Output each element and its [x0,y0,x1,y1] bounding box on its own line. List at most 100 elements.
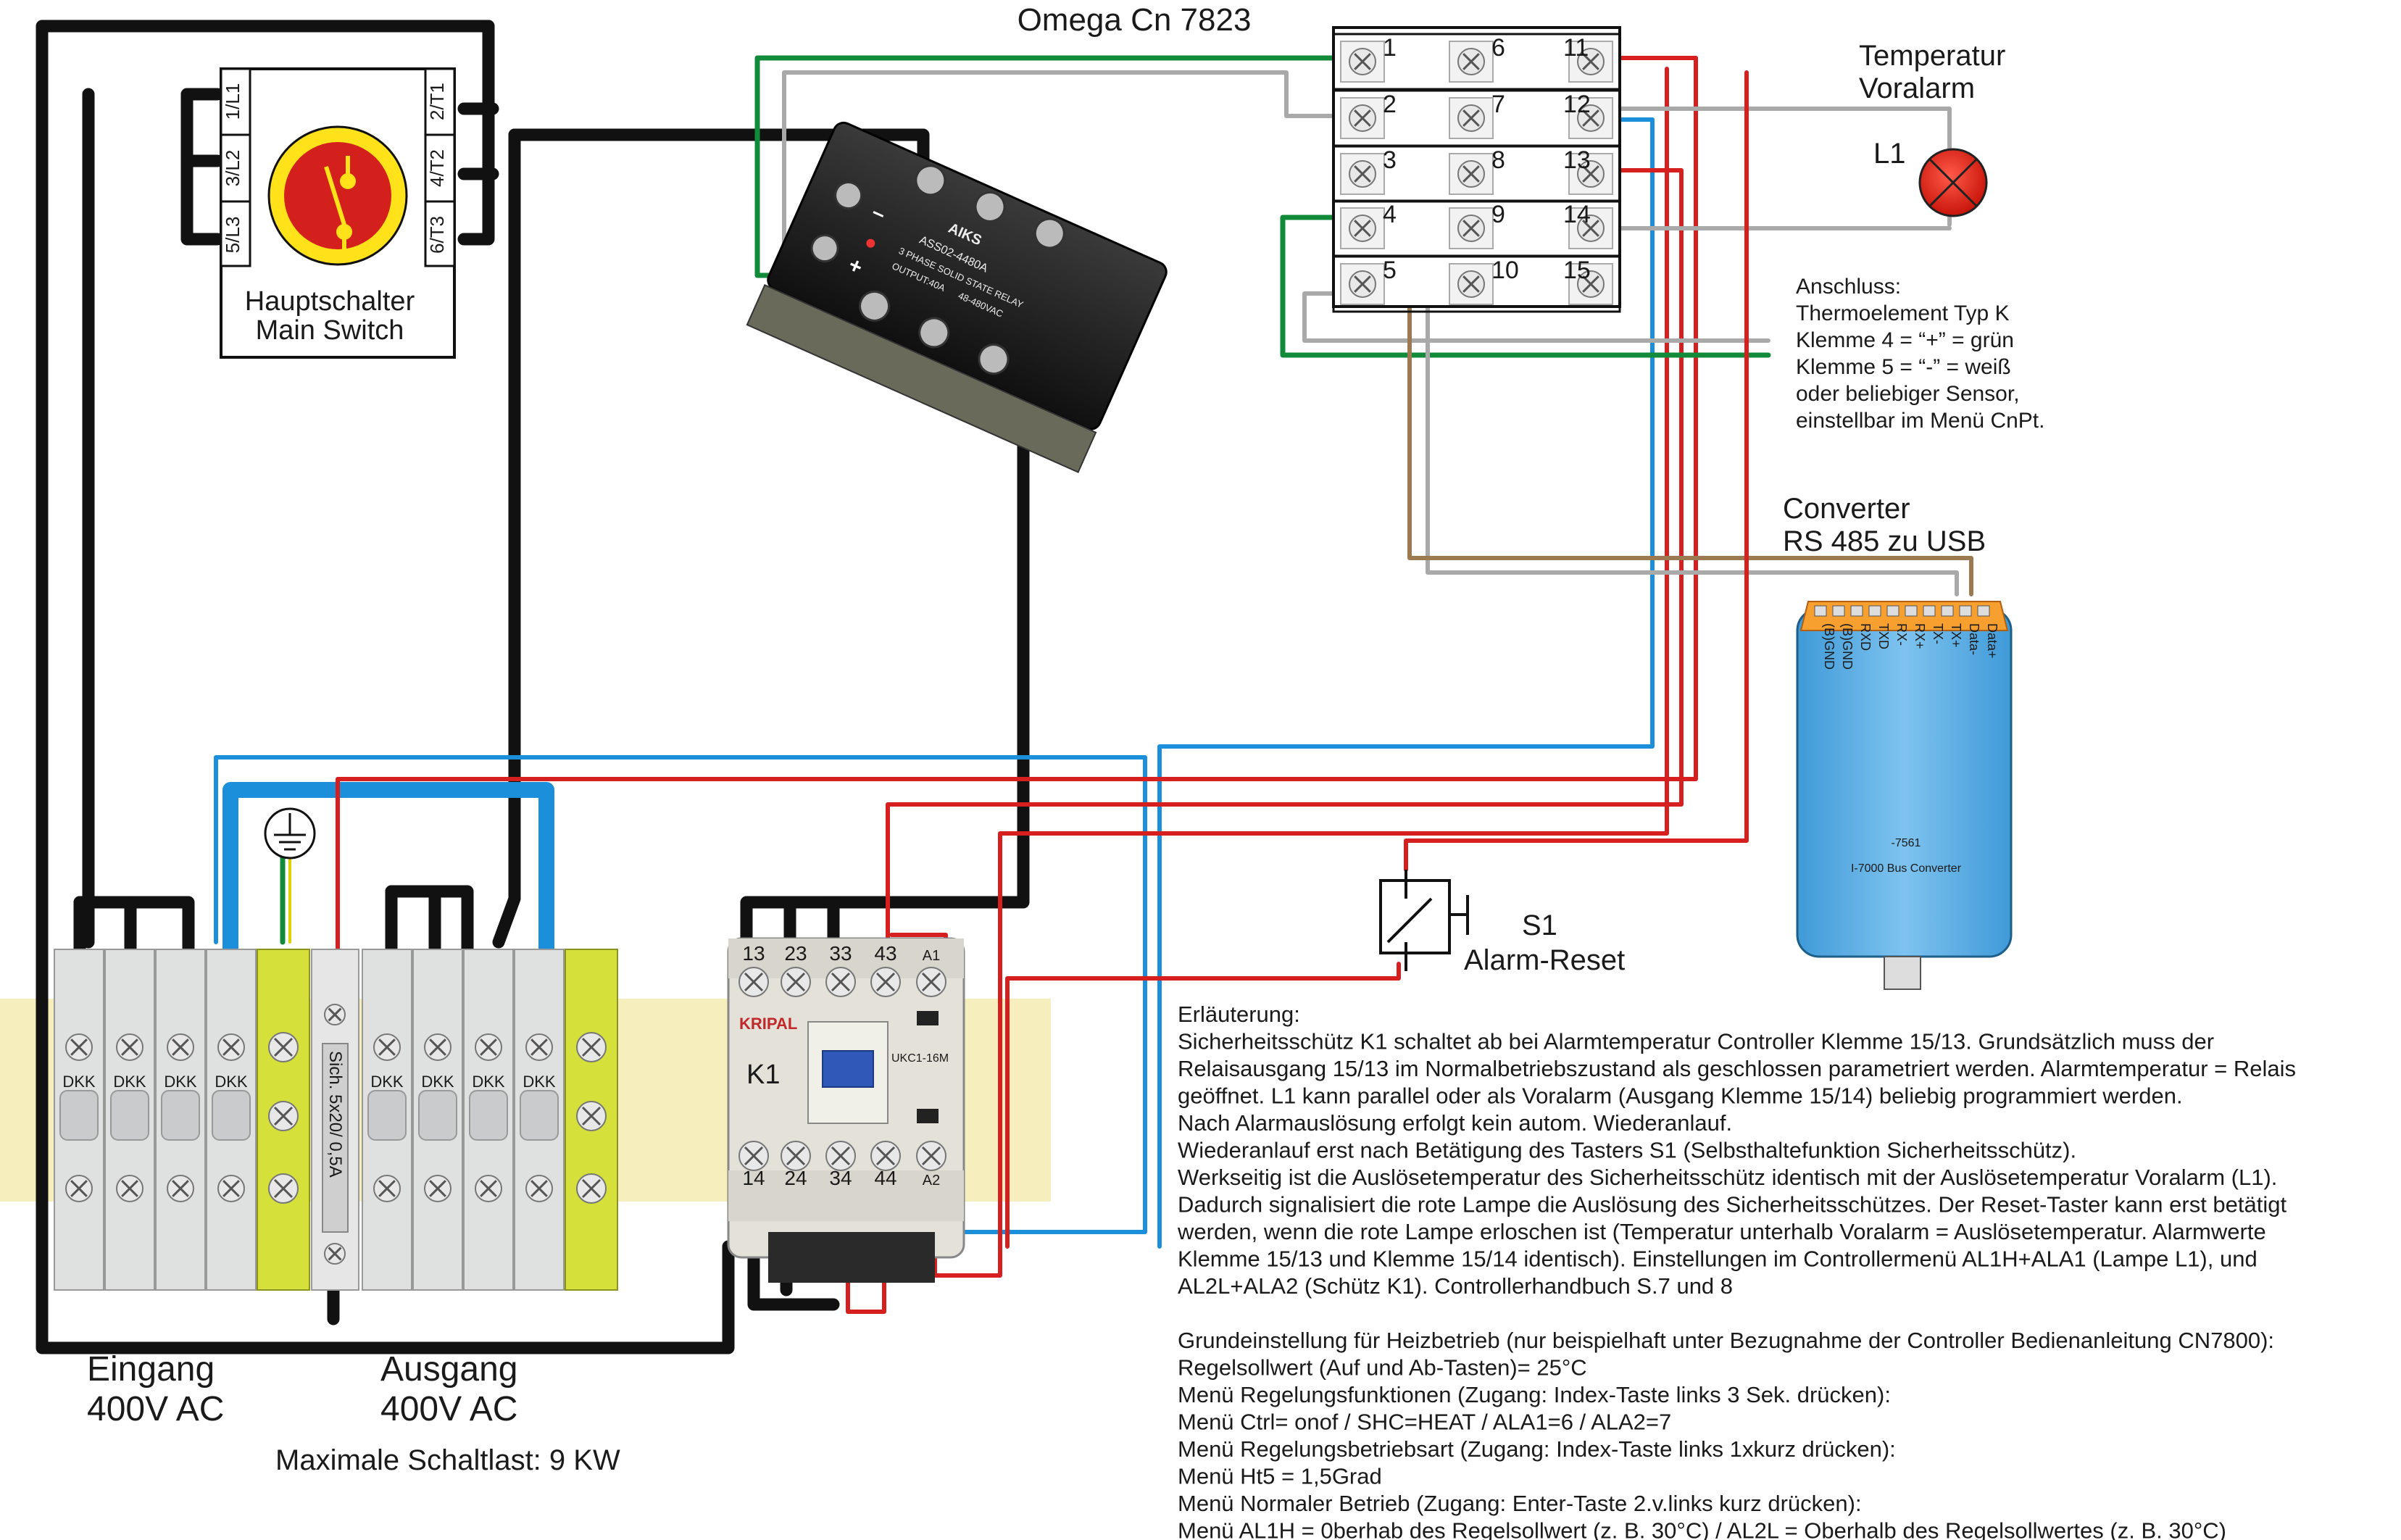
switch-pin-t1: 2/T1 [426,83,448,120]
terminal-tag: DKK [62,1073,96,1091]
contactor-bottom-pin: 24 [784,1167,807,1189]
converter-pin-label: Data- [1967,623,1981,655]
converter-pin-label: (B)GND [1840,623,1855,670]
explanation-line: Relaisausgang 15/13 im Normalbetriebszus… [1178,1056,2296,1081]
contactor-screw-icon [870,1141,901,1171]
contactor-bottom-pin: 34 [829,1167,852,1189]
earth-terminal-screw-icon [268,1101,299,1131]
terminal-screw-icon [1349,215,1376,242]
terminal-screw-icon [1577,270,1605,298]
sensor-note-line: oder beliebiger Sensor, [1796,382,2020,406]
terminal-number: 8 [1491,146,1505,174]
terminal-screw-icon [1457,215,1485,242]
reset-switch-s1[interactable]: S1 Alarm-Reset [1379,870,1625,976]
terminal-screw-icon [1457,270,1485,298]
fuse-screw-icon [324,1243,346,1265]
controller-title: Omega Cn 7823 [1018,2,1252,38]
terminal-screw-icon [1349,160,1376,188]
explanation-line: Grundeinstellung für Heizbetrieb (nur be… [1178,1328,2274,1353]
switch-label-de: Hauptschalter [245,286,415,317]
contactor-top-pin: 13 [742,942,765,965]
converter-pin-label: Data+ [1985,623,2000,659]
explanation-line: Menü Regelungsbetriebsart (Zugang: Index… [1178,1436,1896,1462]
terminal-number: 5 [1383,257,1397,284]
converter-model: -7561 [1892,837,1921,849]
explanation-line: Werkseitig ist die Auslösetemperatur des… [1178,1165,2277,1190]
sensor-note-line: Anschluss: [1796,275,1901,299]
converter-label-1: Converter [1783,493,1910,525]
explanation-line: Wiederanlauf erst nach Betätigung des Ta… [1178,1138,2076,1163]
switch-label-en: Main Switch [256,315,404,346]
converter-pin-label: TX- [1931,623,1945,644]
explanation-line: Erläuterung: [1178,1002,1300,1027]
switch-symbol-icon [324,156,356,250]
contactor-brand: KRIPAL [739,1015,797,1033]
terminal-screw-icon [373,1033,401,1061]
terminal-screw-icon [1457,48,1485,75]
terminal-number: 1 [1383,34,1397,62]
terminal-screw-icon [1349,104,1376,132]
terminal-screw-icon [475,1175,502,1202]
terminal-screw-icon [167,1033,194,1061]
terminal-screw-icon [525,1033,553,1061]
terminal-screw-icon [1577,104,1605,132]
terminal-number: 11 [1563,34,1589,62]
terminal-number: 7 [1491,91,1505,118]
terminal-screw-icon [167,1175,194,1202]
explanation-line: werden, wenn die rote Lampe erloschen is… [1177,1219,2266,1244]
explanation-line: Menü Normaler Betrieb (Zugang: Enter-Tas… [1178,1491,1862,1516]
terminal-screw-icon [475,1033,502,1061]
terminal-screw-icon [1577,215,1605,242]
fuse-label: Sich. 5x20/ 0,5A [325,1051,345,1178]
ssr-screws [810,165,1065,375]
converter-pin-label: TX+ [1949,623,1963,648]
switch-red-dial [284,142,391,249]
output-label-1: Ausgang [380,1350,518,1389]
terminal-tag: DKK [370,1073,404,1091]
terminal-number: 4 [1383,201,1397,228]
terminal-tag: DKK [164,1073,197,1091]
terminal-screw-icon [1457,160,1485,188]
converter-pin-label: RX- [1894,623,1909,646]
converter-pin-label: RXD [1858,623,1873,651]
input-label-2: 400V AC [87,1390,224,1428]
terminal-screw-icon [65,1033,93,1061]
terminal-screw-icon [217,1175,245,1202]
s1-id: S1 [1522,910,1557,941]
explanation-line: geöffnet. L1 kann parallel oder als Vora… [1178,1083,2183,1109]
converter-pin-label: RX+ [1913,623,1927,649]
contactor-screw-icon [825,967,856,997]
terminal-tag: DKK [421,1073,454,1091]
contactor-bottom-pin: 14 [742,1167,765,1189]
terminal-screw-icon [116,1175,143,1202]
fuse-screw-icon [324,1004,346,1025]
contactor-model: UKC1-16M [891,1052,949,1065]
terminal-screw-icon [373,1175,401,1202]
contactor-bottom-pin: A2 [923,1173,940,1189]
converter-desc: I-7000 Bus Converter [1851,862,1962,875]
terminal-number: 2 [1383,91,1397,118]
terminal-number: 10 [1491,257,1519,284]
contactor-screw-icon [781,1141,811,1171]
explanation-line: Dadurch signalisiert die rote Lampe die … [1178,1192,2287,1218]
explanation-line: Sicherheitsschütz K1 schaltet ab bei Ala… [1178,1029,2214,1054]
input-label-1: Eingang [87,1350,215,1389]
contactor-top-pin: 23 [784,942,807,965]
terminal-number: 13 [1563,146,1591,174]
ssr-led [866,238,875,248]
main-switch[interactable]: 1/L1 3/L2 5/L3 2/T1 4/T2 6/T3 Hauptschal… [220,67,456,359]
terminal-number: 3 [1383,146,1397,174]
explanation-text: Erläuterung:Sicherheitsschütz K1 schalte… [1177,1002,2296,1540]
terminal-number: 6 [1491,34,1505,62]
terminal-tag: DKK [215,1073,248,1091]
solid-state-relay[interactable]: AIKS ASS02-4480A 3 PHASE SOLID STATE REL… [746,120,1170,473]
explanation-line: Nach Alarmauslösung erfolgt kein autom. … [1178,1110,1732,1136]
terminal-screw-icon [525,1175,553,1202]
earth-icon [264,807,316,860]
contactor-screw-icon [738,1141,769,1171]
earth-terminal-screw-icon [268,1173,299,1204]
